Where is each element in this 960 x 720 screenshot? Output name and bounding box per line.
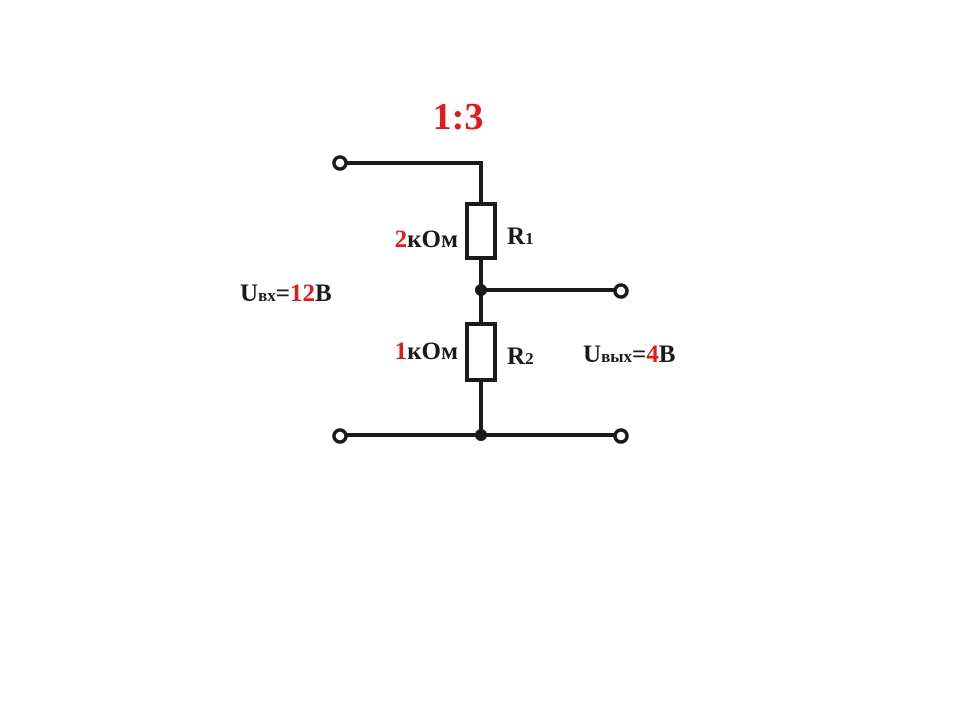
r1-name-label: R1 — [507, 223, 534, 250]
r1-value-label: 2кОм — [395, 226, 458, 253]
output-voltage-label: Uвых=4В — [583, 341, 675, 368]
junction-dot-bottom — [475, 429, 487, 441]
resistor-r1 — [465, 202, 497, 260]
r2-name-label: R2 — [507, 343, 534, 370]
resistor-r2 — [465, 322, 497, 382]
ratio-title: 1:3 — [433, 96, 484, 138]
terminal-output-bottom — [613, 428, 629, 444]
r2-value-label: 1кОм — [395, 338, 458, 365]
terminal-input-bottom — [332, 428, 348, 444]
junction-dot-middle — [475, 284, 487, 296]
terminal-input-top — [332, 155, 348, 171]
input-voltage-label: Uвх=12В — [240, 280, 332, 307]
terminal-output-top — [613, 283, 629, 299]
